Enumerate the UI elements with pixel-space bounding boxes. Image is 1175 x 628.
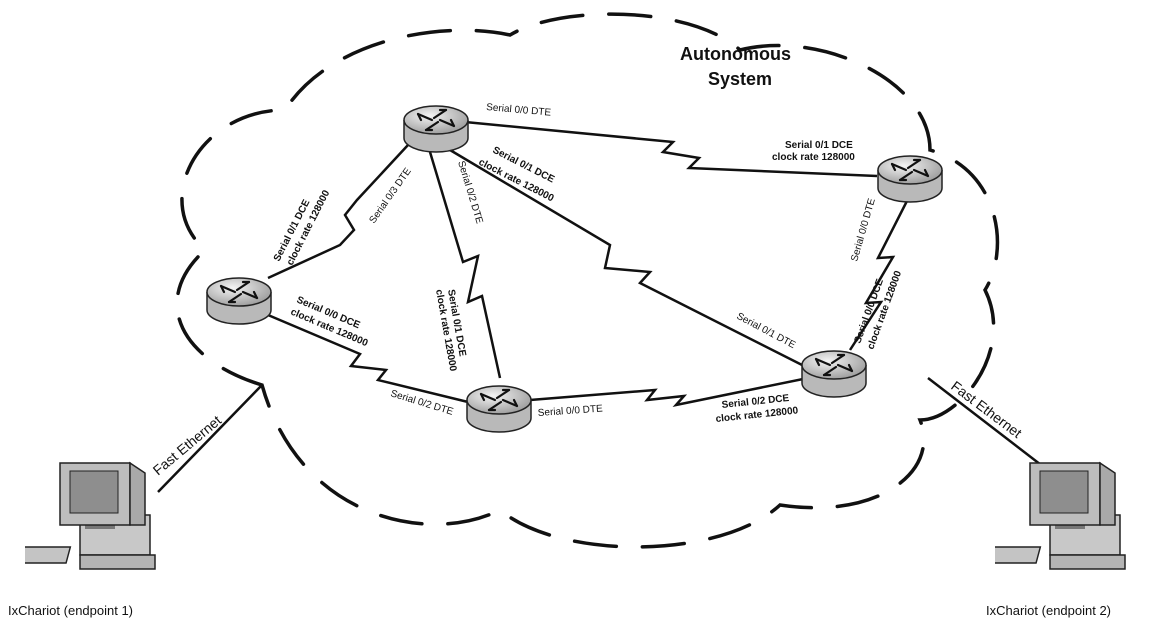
computer-left-icon <box>25 462 156 570</box>
ethernet-label-left: Fast Ethernet <box>150 412 225 478</box>
r1-r2-r2-port: Serial 0/1 DCE <box>785 140 853 151</box>
r2-r5-r2-port: Serial 0/0 DTE <box>849 197 878 263</box>
serial-link-r4-r5 <box>529 376 809 407</box>
router-2 <box>876 154 944 204</box>
r1-r4-r1-port: Serial 0/2 DTE <box>455 160 485 226</box>
ethernet-link-right <box>927 377 1059 479</box>
serial-link-r1-r5 <box>449 148 809 370</box>
r1-r5-r5-port: Serial 0/1 DTE <box>735 311 798 351</box>
ethernet-link-left <box>157 384 263 493</box>
serial-link-r1-r2 <box>464 120 878 178</box>
autonomous-system-cloud <box>175 12 1000 549</box>
router-4 <box>465 384 533 434</box>
serial-link-r3-r4 <box>267 313 469 404</box>
ethernet-label-right: Fast Ethernet <box>948 378 1025 441</box>
router-5 <box>800 349 868 399</box>
serial-link-r1-r3 <box>267 144 409 280</box>
r1-r3-r1-port: Serial 0/3 DTE <box>367 166 413 226</box>
host-label-left: IxChariot (endpoint 1) <box>8 603 133 618</box>
r3-r4-r4-port: Serial 0/2 DTE <box>389 388 455 418</box>
cloud-title-line1: Autonomous <box>680 44 791 64</box>
router-3 <box>205 276 273 326</box>
computer-right-icon <box>995 462 1126 570</box>
serial-links <box>267 120 912 407</box>
host-label-right: IxChariot (endpoint 2) <box>986 603 1111 618</box>
cloud-title-line2: System <box>708 69 772 89</box>
r1-r2-r2-clock: clock rate 128000 <box>772 152 855 163</box>
serial-link-r2-r5 <box>848 194 912 351</box>
router-1 <box>402 104 470 154</box>
r1-r2-r1-port: Serial 0/0 DTE <box>486 102 552 119</box>
r4-r5-r4-port: Serial 0/0 DTE <box>537 403 603 419</box>
serial-link-r1-r4 <box>428 151 502 379</box>
